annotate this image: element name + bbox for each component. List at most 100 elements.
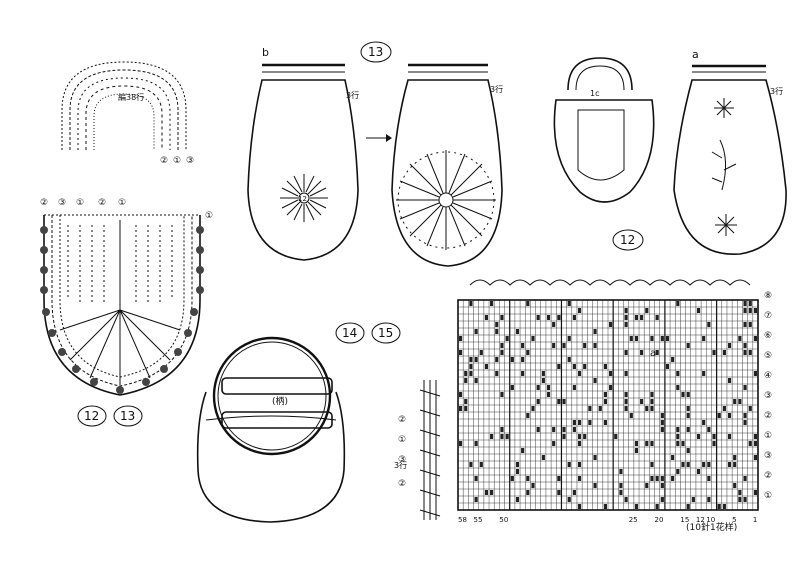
chart-stitch-symbol (577, 308, 582, 313)
bag-a-outline: a 3行 (673, 48, 787, 255)
sunburst-motif (396, 150, 496, 250)
chart-stitch-symbol (567, 336, 571, 341)
chart-stitch-symbol (634, 315, 639, 320)
chart-stitch-symbol (743, 322, 747, 327)
chart-stitch-symbol (609, 385, 613, 390)
handle-note-label: (柄) (272, 395, 288, 407)
chart-stitch-symbol (748, 301, 752, 306)
chart-stitch-symbol (707, 462, 711, 467)
chart-stitch-symbol (671, 357, 675, 362)
chart-stitch-symbol (484, 315, 489, 320)
chart-stitch-symbol (660, 420, 664, 425)
chart-stitch-symbol (552, 427, 556, 432)
pattern-13-top-label: 13 (368, 45, 383, 59)
cord-mark-1: ② (398, 415, 406, 425)
chart-stitch-symbol (505, 336, 509, 341)
embroidered-flowers (711, 98, 737, 236)
chart-right-row-mark: ⑧ (764, 291, 772, 301)
chart-stitch-symbol (495, 357, 499, 362)
pair-label-12: 12 (84, 409, 99, 423)
strap-mark-1: ② (160, 156, 168, 166)
chart-stitch-symbol (676, 434, 680, 439)
chart-stitch-symbol (583, 343, 587, 348)
chart-stitch-symbol (577, 434, 582, 439)
chart-stitch-symbol (624, 371, 628, 376)
chart-stitch-symbol (515, 329, 520, 334)
chart-stitch-symbol (650, 406, 654, 411)
chart-stitch-symbol (722, 406, 726, 411)
chart-stitch-symbol (650, 476, 654, 481)
chart-right-row-mark: ③ (764, 451, 772, 461)
chart-stitch-symbol (531, 483, 535, 488)
pair-label-15: 15 (378, 326, 393, 340)
chart-stitch-symbol (733, 455, 737, 460)
chart-stitch-symbol (459, 350, 463, 355)
chart-stitch-symbol (459, 392, 463, 397)
chart-right-row-mark: ⑤ (764, 351, 772, 361)
chart-stitch-symbol (738, 336, 742, 341)
chart-stitch-symbol (577, 504, 582, 509)
chart-stitch-symbol (660, 336, 664, 341)
chart-stitch-symbol (748, 441, 752, 446)
chart-stitch-symbol (603, 504, 607, 509)
chart-stitch-symbol (469, 301, 473, 306)
chart-stitch-symbol (459, 406, 463, 411)
chart-stitch-symbol (707, 497, 711, 502)
chart-stitch-symbol (552, 441, 556, 446)
chart-stitch-symbol (562, 427, 566, 432)
chart-stitch-symbol (722, 350, 726, 355)
chart-stitch-symbol (712, 441, 716, 446)
chart-stitch-symbol (753, 434, 757, 439)
chart-stitch-symbol (536, 427, 540, 432)
bag-sunburst-rows-label: 3行 (490, 84, 503, 94)
chart-stitch-symbol (650, 399, 654, 404)
chart-stitch-symbol (743, 420, 747, 425)
chart-stitch-symbol (583, 364, 587, 369)
chart-stitch-symbol (490, 301, 494, 306)
chart-stitch-symbol (536, 399, 540, 404)
cord-mark-2: ① (398, 435, 406, 445)
chart-stitch-symbol (531, 336, 535, 341)
chart-stitch-symbol (609, 371, 613, 376)
scallop-edge (40, 226, 204, 394)
cord-mark-3: ③ (398, 455, 406, 465)
bag-b-rows-label: 3行 (346, 90, 359, 100)
chart-stitch-symbol (510, 357, 514, 362)
chart-right-row-mark: ⑥ (764, 331, 772, 341)
chart-stitch-symbol (676, 427, 680, 432)
chart-stitch-symbol (624, 350, 628, 355)
chart-stitch-symbol (712, 350, 716, 355)
chart-stitch-symbol (686, 413, 690, 418)
chart-stitch-symbol (603, 420, 607, 425)
strap-diagram: 編38行 ② ① ③ (61, 61, 194, 166)
chart-stitch-symbol (572, 490, 576, 495)
chart-stitch-symbol (702, 371, 706, 376)
chart-stitch-symbol (753, 371, 757, 376)
chart-stitch-symbol (753, 336, 757, 341)
chart-stitch-symbol (541, 455, 545, 460)
cord-mark-4: ② (398, 479, 406, 489)
chart-stitch-symbol (479, 462, 483, 467)
chart-stitch-symbol (650, 336, 654, 341)
chart-stitch-symbol (490, 434, 494, 439)
chart-stitch-symbol (459, 336, 463, 341)
chart-right-row-mark: ④ (764, 371, 772, 381)
chart-stitch-symbol (686, 392, 690, 397)
chart-stitch-symbol (671, 476, 675, 481)
chart-stitch-symbol (748, 350, 752, 355)
bag-side-mark-5: ① (118, 198, 126, 208)
chart-stitch-symbol (495, 371, 499, 376)
pattern-number-pair-14-15: 14 15 (335, 322, 401, 344)
chart-stitch-symbol (743, 476, 747, 481)
frame-bag-outline: 1c (553, 57, 655, 203)
chart-stitch-symbol (541, 378, 545, 383)
chart-stitch-symbol (572, 420, 576, 425)
chart-stitch-symbol (660, 483, 664, 488)
chart-stitch-symbol (500, 343, 504, 348)
chart-stitch-symbol (572, 315, 576, 320)
chart-stitch-symbol (598, 406, 602, 411)
chart-stitch-symbol (474, 476, 478, 481)
strap-mark-3: ③ (186, 156, 194, 166)
chart-stitch-symbol (655, 504, 659, 509)
chart-stitch-symbol (640, 399, 644, 404)
